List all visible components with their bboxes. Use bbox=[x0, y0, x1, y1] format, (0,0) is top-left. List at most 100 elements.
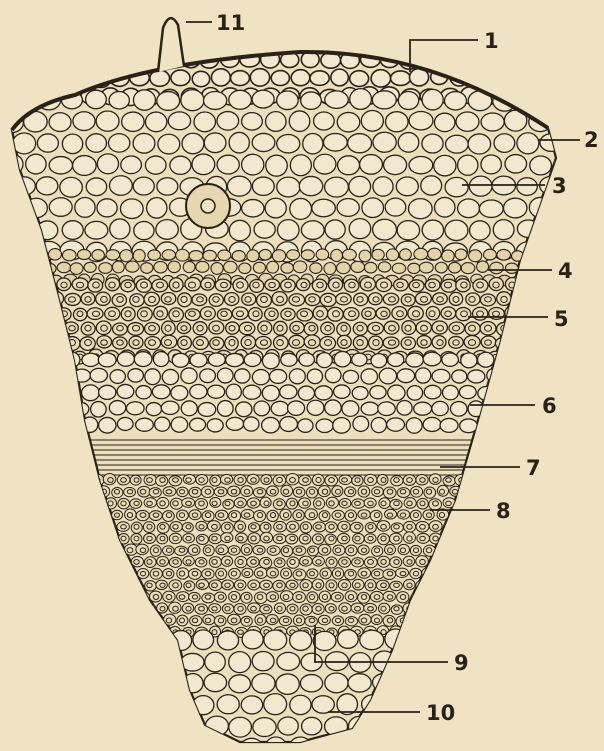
parenchyma-cell bbox=[37, 369, 54, 383]
cell-lumen bbox=[0, 489, 3, 493]
vascular-cell bbox=[417, 533, 430, 543]
vascular-cell bbox=[280, 591, 293, 602]
vascular-cell bbox=[591, 569, 604, 579]
vascular-cell bbox=[488, 487, 499, 498]
vascular-cell bbox=[0, 474, 13, 484]
cell-lumen bbox=[50, 595, 55, 600]
parenchyma-cell bbox=[442, 385, 458, 399]
sclerenchyma-cell bbox=[313, 306, 328, 320]
vascular-cell bbox=[163, 591, 175, 602]
sclerenchyma-cell bbox=[297, 309, 313, 321]
sclerenchyma-cell bbox=[17, 294, 31, 306]
pith-cell bbox=[300, 675, 322, 692]
vascular-cell bbox=[98, 616, 109, 626]
vascular-cell bbox=[534, 534, 546, 545]
sclerenchyma-cell bbox=[383, 293, 398, 305]
epidermis-cell bbox=[50, 72, 68, 87]
cell-lumen bbox=[580, 297, 587, 302]
vascular-cell bbox=[526, 544, 539, 554]
cortex-cell bbox=[373, 219, 397, 240]
sclerenchyma-cell bbox=[224, 293, 238, 306]
vascular-cell bbox=[150, 545, 161, 556]
parenchyma-cell bbox=[53, 369, 71, 385]
cell-lumen bbox=[563, 583, 569, 588]
vascular-cell bbox=[508, 532, 520, 543]
epidermis-cell bbox=[120, 52, 140, 69]
vascular-cell bbox=[253, 545, 265, 554]
endodermis-cell bbox=[189, 251, 203, 261]
pith-cell bbox=[241, 696, 262, 714]
vascular-cell bbox=[210, 475, 221, 486]
cortex-cell bbox=[386, 112, 409, 132]
cell-lumen bbox=[576, 501, 581, 506]
cell-lumen bbox=[517, 571, 523, 575]
vascular-cell bbox=[345, 591, 357, 602]
pith-cell bbox=[145, 695, 166, 714]
epidermis-cell bbox=[460, 53, 478, 69]
cell-lumen bbox=[597, 297, 603, 303]
pith-cell bbox=[276, 674, 299, 694]
sclerenchyma-cell bbox=[409, 280, 424, 292]
root-hair bbox=[158, 18, 184, 72]
vascular-cell bbox=[417, 604, 430, 614]
vascular-cell bbox=[364, 498, 376, 508]
parenchyma-cell bbox=[190, 384, 207, 398]
vascular-cell bbox=[92, 557, 104, 567]
cortex-cell bbox=[337, 112, 359, 131]
cell-lumen bbox=[108, 560, 113, 565]
cell-lumen bbox=[589, 501, 594, 505]
sclerenchyma-cell bbox=[321, 322, 335, 334]
cell-lumen bbox=[69, 536, 75, 541]
sclerenchyma-cell bbox=[432, 336, 446, 349]
cell-lumen bbox=[69, 630, 75, 635]
vascular-cell bbox=[286, 534, 298, 544]
vascular-cell bbox=[476, 546, 488, 556]
parenchyma-cell bbox=[307, 369, 322, 384]
pith-cell bbox=[575, 631, 599, 649]
cell-lumen bbox=[114, 595, 120, 599]
parenchyma-cell bbox=[460, 419, 478, 433]
vascular-cell bbox=[312, 534, 323, 545]
cell-lumen bbox=[550, 501, 556, 506]
sclerenchyma-cell bbox=[105, 278, 119, 291]
endodermis-cell bbox=[469, 250, 482, 262]
cell-lumen bbox=[108, 630, 113, 634]
cortex-cell bbox=[481, 155, 502, 174]
vascular-cell bbox=[435, 615, 448, 626]
cell-lumen bbox=[433, 560, 439, 565]
sclerenchyma-cell bbox=[328, 307, 344, 321]
sclerenchyma-cell bbox=[432, 321, 447, 334]
pith-cell bbox=[85, 673, 107, 692]
pith-cell bbox=[26, 739, 47, 751]
vascular-cell bbox=[481, 627, 492, 637]
pith-cell bbox=[398, 717, 419, 737]
cell-lumen bbox=[589, 282, 596, 287]
sclerenchyma-cell bbox=[80, 337, 95, 351]
cell-lumen bbox=[511, 524, 517, 529]
cortex-cell bbox=[156, 220, 178, 240]
vascular-cell bbox=[111, 592, 123, 602]
vascular-cell bbox=[274, 603, 285, 614]
vascular-cell bbox=[378, 603, 389, 614]
epidermis-cell bbox=[171, 70, 190, 85]
sclerenchyma-cell bbox=[528, 293, 543, 305]
cell-lumen bbox=[465, 595, 471, 600]
cell-lumen bbox=[556, 489, 561, 494]
cortex-cell bbox=[360, 155, 383, 175]
pith-cell bbox=[157, 651, 179, 671]
vascular-cell bbox=[416, 556, 429, 567]
parenchyma-cell bbox=[200, 369, 216, 383]
sclerenchyma-cell bbox=[537, 351, 551, 364]
cell-lumen bbox=[21, 297, 27, 302]
sclerenchyma-cell bbox=[433, 293, 448, 305]
parenchyma-cell bbox=[513, 385, 529, 400]
vascular-cell bbox=[130, 603, 143, 614]
cell-lumen bbox=[563, 536, 568, 541]
endodermis-cell bbox=[359, 250, 371, 262]
cortex-cell bbox=[227, 176, 251, 196]
cell-lumen bbox=[485, 583, 491, 587]
vascular-cell bbox=[26, 604, 38, 614]
endodermis-cell bbox=[70, 263, 83, 275]
sclerenchyma-cell bbox=[456, 307, 471, 320]
cell-lumen bbox=[160, 630, 166, 634]
